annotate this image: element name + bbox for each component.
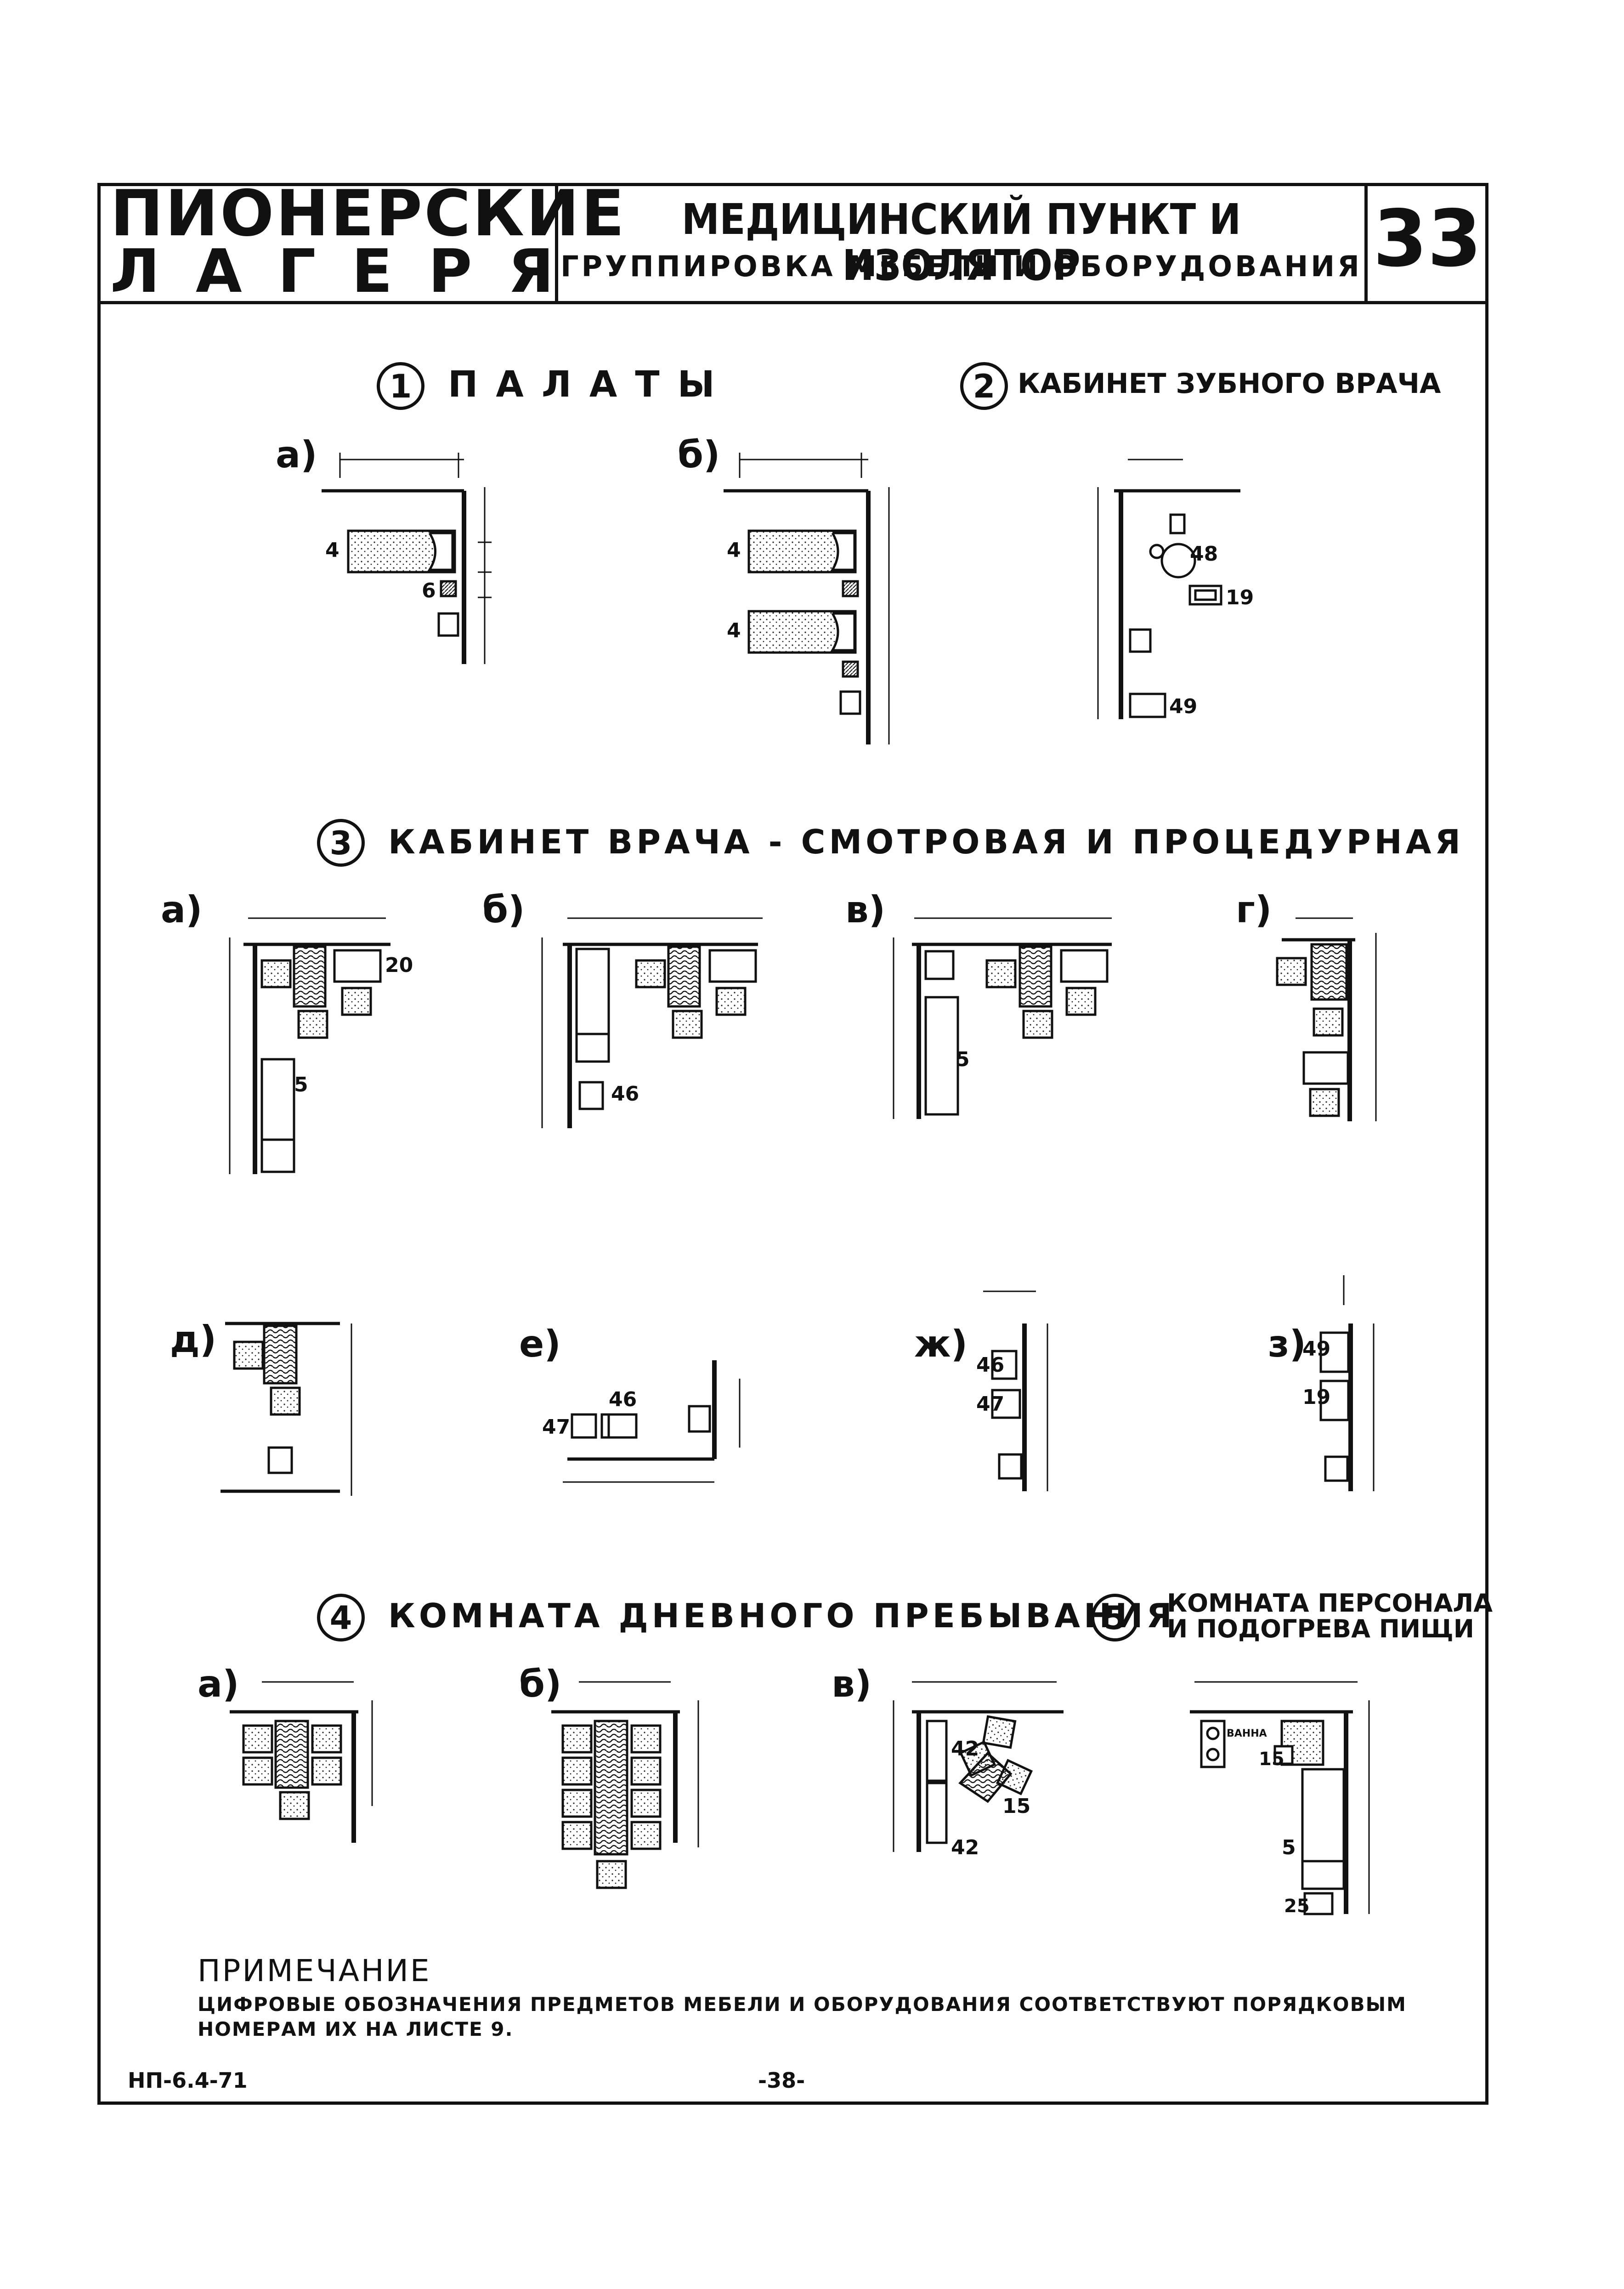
section-1-number: 1 [377,362,424,410]
item-number: 49 [1302,1337,1331,1361]
item-number: 5 [294,1073,308,1096]
variant-label: в) [832,1663,872,1705]
item-number: 20 [385,954,413,977]
sheet-title: МЕДИЦИНСКИЙ ПУНКТ И ИЗОЛЯТОР [681,195,1241,290]
item-number: 15 [1259,1749,1284,1770]
item-number: 42 [951,1737,979,1761]
plan-2 [1097,459,1240,719]
note-text: ЦИФРОВЫЕ ОБОЗНАЧЕНИЯ ПРЕДМЕТОВ МЕБЕЛИ И … [198,1993,1407,2040]
item-number: 47 [542,1415,571,1439]
item-number: 6 [422,579,436,602]
plan-5 [1190,1681,1370,1915]
section-2-title: КАБИНЕТ ЗУБНОГО ВРАЧА [1018,368,1441,400]
section-5-title-1: КОМНАТА ПЕРСОНАЛА [1167,1589,1493,1618]
page-number: -38- [758,2068,805,2093]
item-number: 5 [1282,1836,1296,1859]
series-title-line1: ПИОНЕРСКИЕ [110,176,627,250]
section-2-number: 2 [960,362,1008,410]
variant-label: в) [845,888,886,931]
header-divider-right [1364,183,1368,303]
variant-label: е) [519,1323,561,1365]
plan-3g [1276,917,1377,1121]
section-4-title: КОМНАТА ДНЕВНОГО ПРЕБЫВАНИЯ [388,1596,1176,1635]
item-number: 46 [976,1353,1005,1377]
item-number: 49 [1169,695,1198,718]
variant-label: а) [198,1663,239,1705]
plan-3zh [983,1290,1048,1491]
plan-4v [893,1681,1064,1852]
item-number: 42 [951,1836,979,1859]
variant-label: а) [276,433,317,476]
item-number: 46 [609,1388,637,1411]
item-number: 19 [1226,586,1254,609]
plan-4a [230,1681,373,1843]
variant-label: б) [519,1663,562,1705]
variant-label: б) [678,433,720,476]
section-3-number: 3 [317,819,365,867]
item-number: 46 [611,1082,639,1106]
variant-label: д) [170,1318,217,1361]
variant-label: г) [1236,888,1272,931]
item-number: 25 [1284,1896,1310,1917]
plan-3d [221,1322,352,1496]
document-code: НП-6.4-71 [128,2068,248,2093]
variant-label: а) [161,888,203,931]
series-title-line2: ЛАГЕРЯ [110,236,590,306]
sheet-subtitle: ГРУППИРОВКА МЕБЕЛИ И ОБОРУДОВАНИЯ [560,250,1362,283]
note-heading: ПРИМЕЧАНИЕ [198,1953,431,1988]
item-number: 19 [1302,1386,1331,1409]
item-number: 48 [1190,542,1218,566]
plan-1a [322,453,492,664]
sheet-frame [97,183,1488,2105]
item-number: 4 [727,619,741,642]
item-number: 15 [1002,1795,1031,1818]
variant-label: ж) [914,1323,968,1365]
plan-3b [541,917,763,1128]
section-1-title: П А Л А Т Ы [448,364,718,405]
plan-1b [724,453,890,744]
plan-3a [229,917,390,1174]
variant-label: б) [482,888,525,931]
item-number: 4 [325,539,340,562]
header-divider [97,301,1488,304]
section-4-number: 4 [317,1594,365,1641]
section-5-number: 5 [1091,1594,1139,1641]
item-number: 4 [727,539,741,562]
section-5-title-2: И ПОДОГРЕВА ПИЩИ [1167,1614,1474,1643]
plan-3z [1319,1275,1375,1491]
plan-4b [551,1681,699,1889]
plan-3e [563,1360,741,1483]
item-number: 5 [956,1048,970,1071]
header-divider-left [555,183,558,303]
item-label-stove: ВАННА [1227,1728,1267,1739]
plan-3v [893,917,1112,1119]
section-3-title: КАБИНЕТ ВРАЧА - СМОТРОВАЯ И ПРОЦЕДУРНАЯ [388,823,1464,861]
sheet-number: 33 [1373,193,1482,284]
item-number: 47 [976,1392,1005,1416]
variant-label: з) [1268,1323,1307,1365]
